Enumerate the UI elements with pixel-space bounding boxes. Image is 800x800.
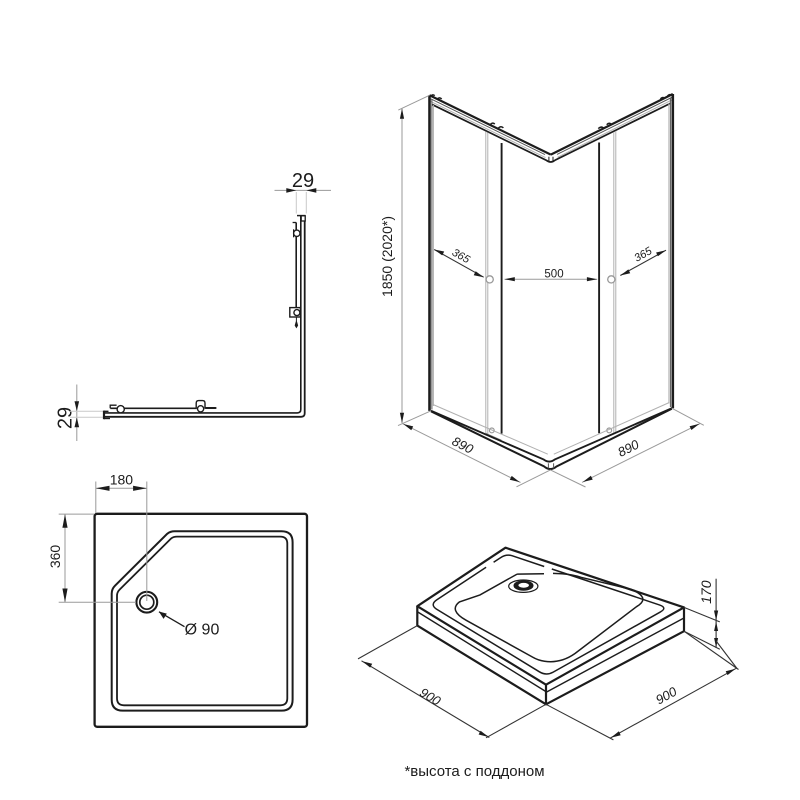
svg-text:500: 500	[544, 269, 563, 281]
svg-text:1850 (2020*): 1850 (2020*)	[379, 216, 395, 297]
svg-text:*высота с поддоном: *высота с поддоном	[404, 763, 544, 780]
svg-text:29: 29	[292, 170, 314, 192]
svg-text:170: 170	[698, 580, 714, 604]
svg-text:180: 180	[110, 472, 134, 488]
svg-text:360: 360	[47, 545, 63, 569]
svg-text:29: 29	[55, 407, 77, 429]
svg-text:Ø 90: Ø 90	[185, 622, 220, 639]
